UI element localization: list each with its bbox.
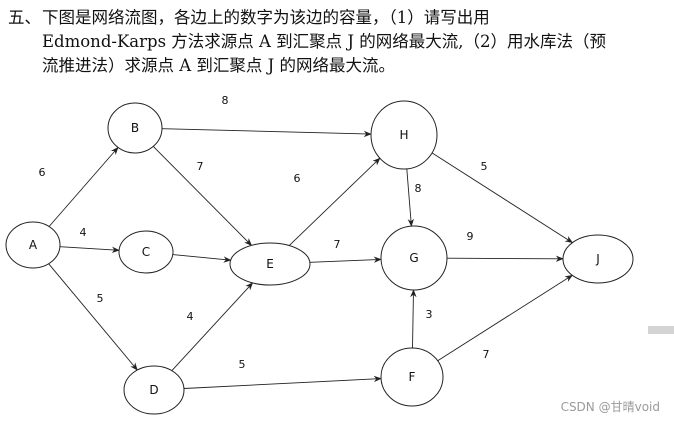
edge-label-a-c: 4 [80,226,87,239]
question-line-1-text: 下图是网络流图，各边上的数字为该边的容量，（1）请写出用 [42,8,490,27]
question-text: 五、下图是网络流图，各边上的数字为该边的容量，（1）请写出用 Edmond-Ka… [8,6,668,78]
node-label-b: B [131,121,139,135]
edge-label-f-j: 7 [483,348,490,361]
edge-c-e [172,254,232,263]
edge-f-j [437,274,573,362]
node-c: C [118,230,174,274]
node-d: D [123,365,185,415]
node-circle-j [562,234,634,284]
edge-label-b-h: 8 [222,94,229,107]
node-circle-a [5,221,61,269]
edge-d-f [183,375,382,389]
edge-b-e [152,146,253,246]
node-f: F [380,347,444,407]
question-number: 五、 [8,8,41,27]
question-line-3-text: 流推进法）求源点 A 到汇聚点 J 的网络最大流。 [42,56,396,75]
node-label-a: A [29,238,38,252]
question-line-3: 流推进法）求源点 A 到汇聚点 J 的网络最大流。 [8,54,668,78]
edge-e-h [288,157,381,246]
node-e: E [229,242,311,286]
node-label-d: D [149,383,158,397]
edge-g-j [446,255,564,262]
node-label-g: G [409,251,418,265]
edge-a-d [48,263,138,371]
node-label-f: F [409,370,416,384]
edge-label-h-j: 5 [481,160,488,173]
edge-b-h [161,128,372,138]
edge-a-b [48,146,119,227]
node-circle-b [107,102,163,154]
edge-f-g [410,289,417,349]
node-circle-h [370,100,438,170]
edge-h-j [431,152,574,244]
node-circle-d [123,365,185,415]
edge-h-g [406,168,415,227]
node-label-c: C [142,245,150,259]
node-h: H [370,100,438,170]
edge-label-g-j: 9 [467,230,474,243]
edge-d-e [171,282,254,372]
node-a: A [5,221,61,269]
question-line-2-text: Edmond-Karps 方法求源点 A 到汇聚点 J 的网络最大流,（2）用水… [42,32,607,51]
edge-e-g [309,256,382,263]
question-line-2: Edmond-Karps 方法求源点 A 到汇聚点 J 的网络最大流,（2）用水… [8,30,668,54]
edge-label-d-f: 5 [239,358,246,371]
side-scroll-mark [648,326,674,334]
node-b: B [107,102,163,154]
edge-a-c [59,246,120,254]
edge-label-e-h: 6 [294,172,301,185]
edge-label-a-b: 6 [39,166,46,179]
edge-label-d-e: 4 [187,310,194,323]
edge-label-e-g: 7 [334,238,341,251]
edge-label-b-e: 7 [197,160,204,173]
edge-label-a-d: 5 [97,292,104,305]
question-line-1: 五、下图是网络流图，各边上的数字为该边的容量，（1）请写出用 [8,6,668,30]
node-label-e: E [266,257,274,271]
node-g: G [380,225,448,291]
node-label-h: H [399,128,408,142]
node-circle-e [229,242,311,286]
node-circle-f [380,347,444,407]
watermark: CSDN @甘晴void [560,400,660,414]
node-circle-g [380,225,448,291]
node-label-j: J [595,252,600,266]
node-circle-c [118,230,174,274]
edge-label-h-g: 8 [415,182,422,195]
edge-label-f-g: 3 [426,308,433,321]
node-j: J [562,234,634,284]
